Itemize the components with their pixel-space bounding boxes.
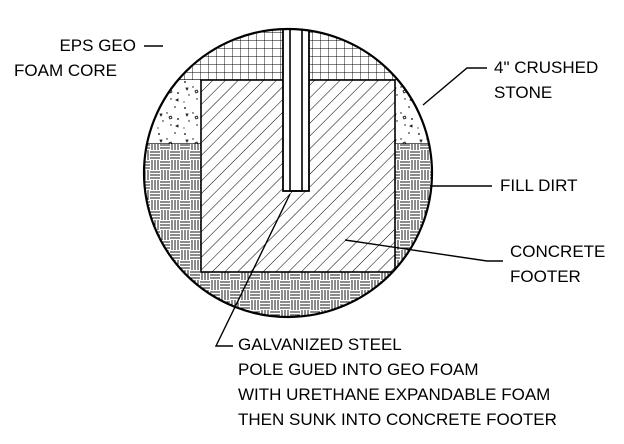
pole-label-line1: GALVANIZED STEEL <box>238 335 402 354</box>
leader-lines <box>144 45 503 347</box>
stone-label-line2: STONE <box>494 83 553 102</box>
cross-section <box>144 29 432 317</box>
pole-label-line3: WITH URETHANE EXPANDABLE FOAM <box>238 385 551 404</box>
steel-pole <box>282 29 310 192</box>
concrete-leader <box>344 239 503 262</box>
stone-leader <box>422 67 487 106</box>
eps-label-line2: FOAM CORE <box>14 61 117 80</box>
fill-dirt-label: FILL DIRT <box>500 176 578 195</box>
stone-label-line1: 4" CRUSHED <box>494 58 599 77</box>
eps-label-line1: EPS GEO <box>59 36 136 55</box>
pole-label-line4: THEN SUNK INTO CONCRETE FOOTER <box>238 410 557 429</box>
pole-leader <box>214 193 291 347</box>
detail-circle <box>142 27 434 319</box>
concrete-label-line1: CONCRETE <box>510 242 606 261</box>
concrete-label-line2: FOOTER <box>510 267 581 286</box>
pole-label-line2: POLE GUED INTO GEO FOAM <box>238 360 479 379</box>
